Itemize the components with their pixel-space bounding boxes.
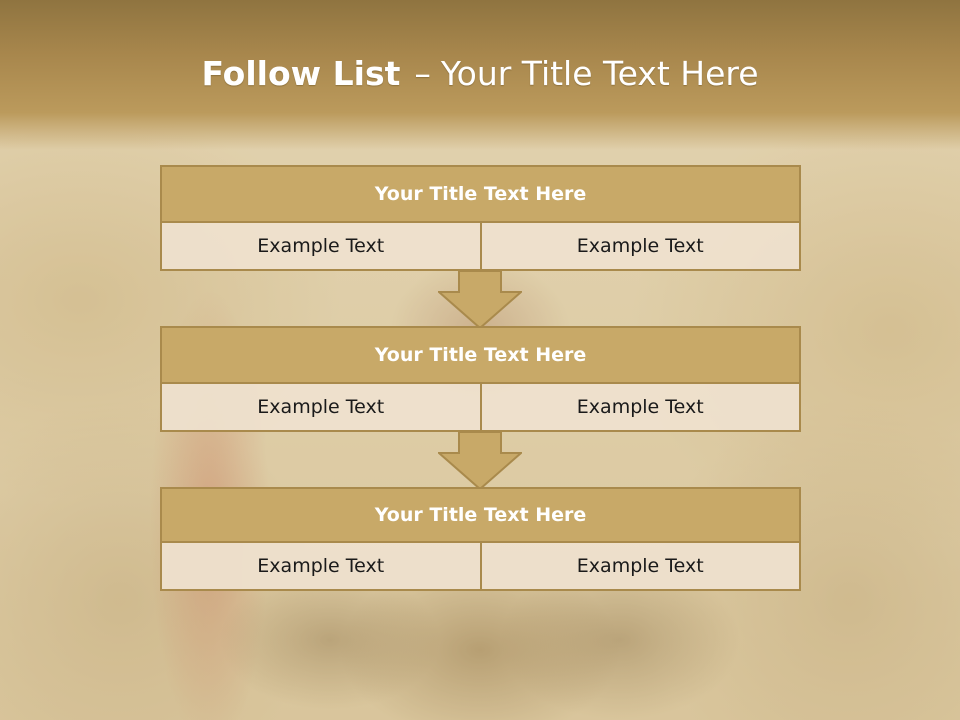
step-row: Example Text Example Text <box>160 221 801 271</box>
down-arrow-icon <box>438 431 522 491</box>
step-row: Example Text Example Text <box>160 382 801 432</box>
step-heading: Your Title Text Here <box>160 326 801 384</box>
down-arrow-icon <box>438 270 522 330</box>
header-band <box>0 0 960 150</box>
step-cell-left: Example Text <box>160 382 482 432</box>
step-cell-left: Example Text <box>160 541 482 591</box>
step-cell-right: Example Text <box>481 541 801 591</box>
step-heading: Your Title Text Here <box>160 487 801 543</box>
step-cell-right: Example Text <box>481 382 801 432</box>
title-separator: – <box>414 54 431 93</box>
step-cell-right: Example Text <box>481 221 801 271</box>
step-heading: Your Title Text Here <box>160 165 801 223</box>
slide-title: Follow List–Your Title Text Here <box>0 54 960 93</box>
title-bold: Follow List <box>201 54 401 93</box>
step-row: Example Text Example Text <box>160 541 801 591</box>
title-rest: Your Title Text Here <box>440 54 759 93</box>
step-cell-left: Example Text <box>160 221 482 271</box>
